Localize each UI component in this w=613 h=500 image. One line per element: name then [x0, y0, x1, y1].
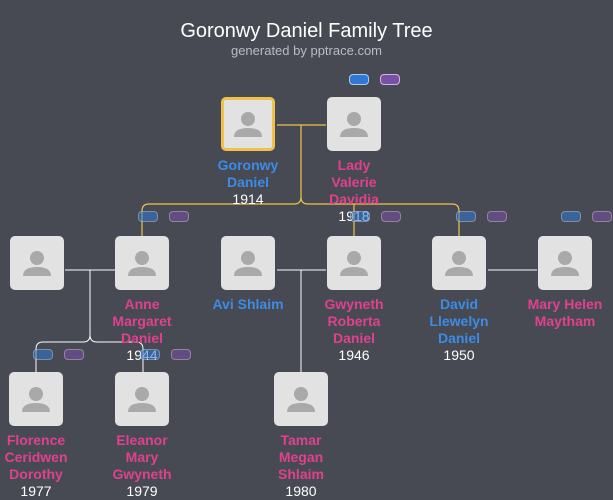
expand-parents-button-gwyneth[interactable]: [350, 211, 370, 222]
person-card-eleanor[interactable]: [115, 372, 169, 426]
person-name-line: Davidia: [329, 191, 379, 207]
person-name-line: Florence: [6, 432, 66, 448]
person-name-line: David: [439, 296, 479, 312]
expand-parents-button-david[interactable]: [456, 211, 476, 222]
person-name-line: Llewelyn: [429, 313, 489, 329]
person-silhouette-icon: [340, 251, 368, 276]
expand-relatives-button-eleanor[interactable]: [171, 349, 191, 360]
person-name-line: Mary Helen: [527, 296, 603, 312]
child-line: [89, 334, 144, 372]
person-name-line: Anne: [124, 296, 160, 312]
person-silhouette-icon: [445, 251, 473, 276]
expand-parents-button-top[interactable]: [349, 74, 369, 85]
person-silhouette-icon: [340, 112, 368, 137]
person-silhouette-icon: [234, 251, 262, 276]
person-silhouette-icon: [128, 387, 156, 412]
person-card-valerie[interactable]: [327, 97, 381, 151]
expand-parents-button-eleanor[interactable]: [140, 349, 160, 360]
person-card-avi[interactable]: [221, 236, 275, 290]
person-name-line: Mary: [125, 449, 159, 465]
person-card-anne[interactable]: [115, 236, 169, 290]
family-branch-line: [141, 125, 302, 236]
expand-relatives-button-gwyneth[interactable]: [381, 211, 401, 222]
person-name-line: Tamar: [280, 432, 322, 448]
expand-relatives-button-anne[interactable]: [169, 211, 189, 222]
expand-relatives-button-top[interactable]: [380, 74, 400, 85]
expand-parents-button-florence[interactable]: [33, 349, 53, 360]
person-name-line: Lady: [337, 157, 371, 173]
person-name-line: Daniel: [332, 330, 375, 346]
person-name-line: Daniel: [437, 330, 480, 346]
person-birth-year-david: 1950: [443, 347, 475, 363]
person-birth-year-eleanor: 1979: [126, 483, 158, 499]
person-name-line: Megan: [278, 449, 324, 465]
expand-parents-button-anne[interactable]: [138, 211, 158, 222]
person-name-line: Goronwy: [217, 157, 279, 173]
person-name-line: Margaret: [112, 313, 172, 329]
person-silhouette-icon: [23, 251, 51, 276]
person-silhouette-icon: [287, 387, 315, 412]
person-name-line: Dorothy: [9, 466, 63, 482]
person-name-line: Daniel: [226, 174, 269, 190]
family-branch-line: [300, 196, 460, 236]
person-birth-year-florence: 1977: [20, 483, 52, 499]
person-birth-year-gwyneth: 1946: [338, 347, 370, 363]
expand-parents-button-mary[interactable]: [561, 211, 581, 222]
person-silhouette-icon: [128, 251, 156, 276]
person-card-gwyneth[interactable]: [327, 236, 381, 290]
person-card-florence[interactable]: [9, 372, 63, 426]
person-silhouette-icon: [551, 251, 579, 276]
person-name-line: Valerie: [331, 174, 377, 190]
person-card-mary[interactable]: [538, 236, 592, 290]
person-silhouette-icon: [234, 112, 262, 137]
expand-relatives-button-david[interactable]: [487, 211, 507, 222]
person-name-avi[interactable]: Avi Shlaim: [193, 296, 303, 313]
person-name-line: Gwyneth: [324, 296, 384, 312]
person-name-line: Avi Shlaim: [212, 296, 284, 312]
tree-title: Goronwy Daniel Family Tree: [180, 20, 433, 42]
person-card-david[interactable]: [432, 236, 486, 290]
person-name-line: Gwyneth: [112, 466, 172, 482]
child-line: [35, 270, 91, 372]
person-card-tamar[interactable]: [274, 372, 328, 426]
tree-subtitle: generated by pptrace.com: [230, 43, 383, 58]
person-birth-year-goronwy: 1914: [232, 191, 264, 207]
person-card-goronwy[interactable]: [221, 97, 275, 151]
person-card-spouse_anne[interactable]: [10, 236, 64, 290]
expand-relatives-button-mary[interactable]: [592, 211, 612, 222]
person-name-line: Shlaim: [278, 466, 324, 482]
person-name-line: Roberta: [327, 313, 381, 329]
person-name-line: Maytham: [534, 313, 596, 329]
person-birth-year-tamar: 1980: [285, 483, 317, 499]
person-name-line: Eleanor: [116, 432, 168, 448]
person-name-line: Ceridwen: [4, 449, 68, 465]
person-silhouette-icon: [22, 387, 50, 412]
expand-relatives-button-florence[interactable]: [64, 349, 84, 360]
person-name-line: Daniel: [120, 330, 163, 346]
